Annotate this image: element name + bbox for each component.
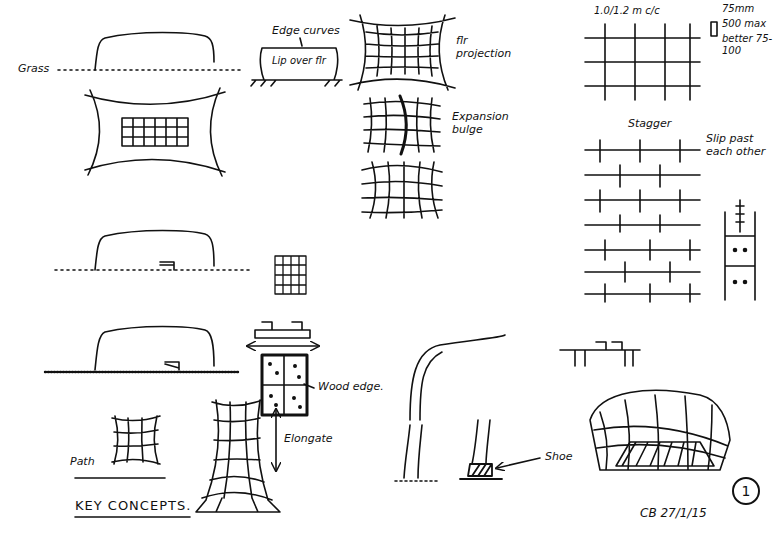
fixing-dot <box>734 249 737 252</box>
infill-dot <box>293 397 295 399</box>
infill-dot <box>298 376 300 378</box>
handwritten-note: 500 max <box>722 18 766 30</box>
handwritten-note: Slip past each other <box>706 132 772 158</box>
ground-line <box>45 371 240 373</box>
handwritten-note: Shoe <box>545 450 572 463</box>
staggered-grid <box>585 140 700 232</box>
handwritten-note: Stagger <box>628 117 671 130</box>
warped-grid <box>364 98 440 152</box>
handwritten-note: Expansion bulge <box>452 110 518 136</box>
plan-outline <box>85 88 225 176</box>
elongated-grid <box>196 400 280 512</box>
leader-line <box>304 384 314 388</box>
fixing-dot <box>744 249 747 252</box>
wood-edge-panel <box>262 355 307 415</box>
infill-dot <box>294 365 296 367</box>
edge-section <box>255 322 310 338</box>
path-line <box>75 477 165 479</box>
column-sketch <box>472 420 490 464</box>
edge-detail <box>251 38 342 86</box>
column-shoe <box>460 464 502 479</box>
handwritten-note: flr projection <box>456 34 518 60</box>
infill-dot <box>275 404 277 406</box>
handwritten-note: Wood edge. <box>318 380 384 393</box>
handwritten-note: Grass <box>18 62 49 75</box>
ground-line <box>58 69 240 71</box>
hatched-floor <box>616 442 714 466</box>
roof-profile <box>95 231 214 271</box>
handwritten-note: better 75-100 <box>722 33 774 57</box>
joint-detail <box>725 200 755 300</box>
sheet-number-circle: 1 <box>732 477 760 505</box>
post-grid <box>585 24 700 100</box>
roof-profile <box>95 327 214 371</box>
infill-dot <box>276 372 278 374</box>
infill-dot <box>299 406 301 408</box>
stretch-arrow <box>275 410 277 470</box>
infill-dot <box>270 395 272 397</box>
handwritten-note: Lip over flr <box>272 55 326 67</box>
wood-edge-panel <box>262 355 307 415</box>
roof-edge-curve <box>410 335 505 420</box>
ground-line <box>55 269 250 271</box>
ground-line <box>395 480 440 482</box>
warped-grid <box>362 162 442 218</box>
warped-grid <box>350 15 455 90</box>
support-detail <box>560 342 640 366</box>
sheet-number: 1 <box>742 483 751 499</box>
warped-grid <box>112 416 160 464</box>
expansion-joint <box>400 96 406 154</box>
handwritten-note: Path <box>70 455 95 468</box>
handwritten-note: CB 27/1/15 <box>640 506 707 520</box>
handwritten-note: Elongate <box>284 432 333 445</box>
floor-grid <box>275 256 306 294</box>
leader-line <box>497 458 540 468</box>
staggered-grid <box>585 240 700 302</box>
infill-dot <box>269 363 271 365</box>
handwritten-note: Edge curves <box>272 24 340 37</box>
roof-profile <box>95 33 214 71</box>
floor-grid <box>122 118 188 146</box>
handwritten-note: 75mm <box>722 3 754 15</box>
fixing-dot <box>734 281 737 284</box>
perspective-sketch <box>590 390 730 470</box>
dimension-arrow <box>248 345 318 347</box>
sheet-title: KEY CONCEPTS. <box>75 498 191 514</box>
post-section <box>711 22 717 36</box>
title-underline <box>75 516 190 518</box>
handwritten-note: 1.0/1.2 m c/c <box>594 5 660 17</box>
fixing-dot <box>744 281 747 284</box>
column-sketch <box>404 425 422 478</box>
